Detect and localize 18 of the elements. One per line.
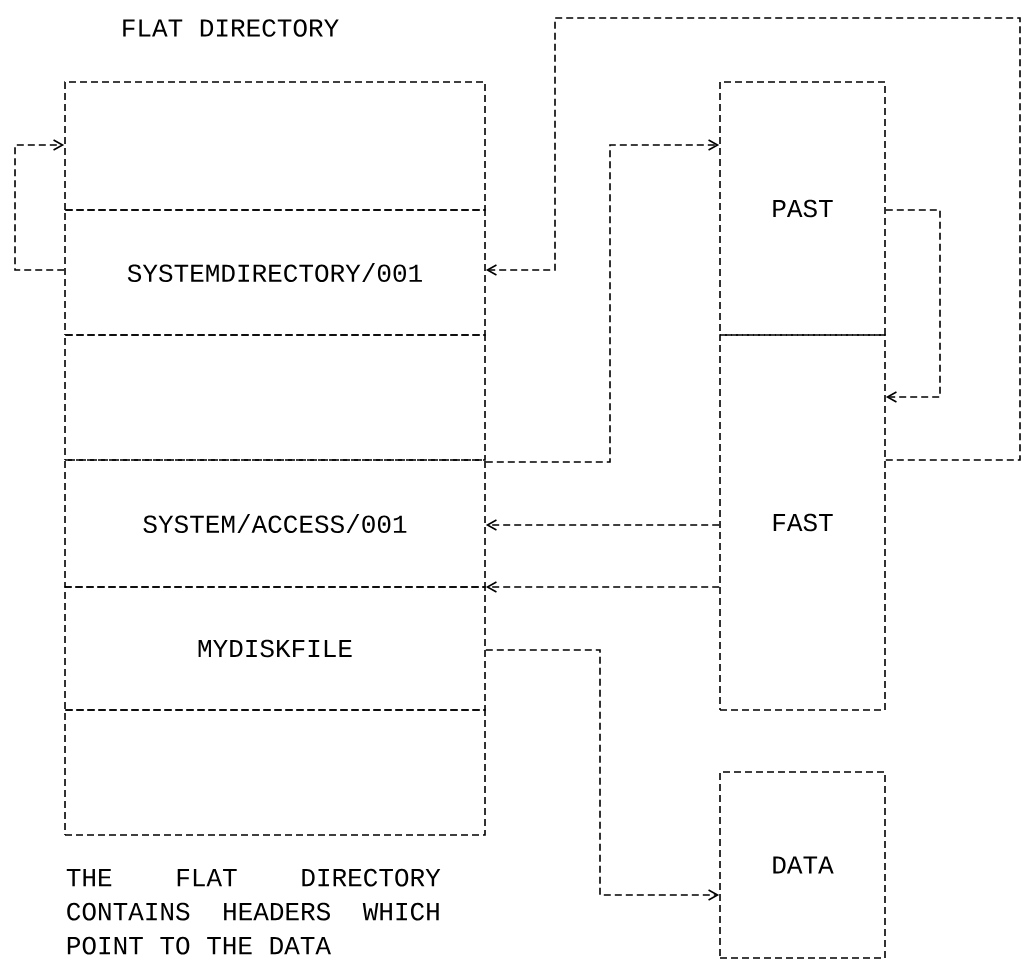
file-box: FAST xyxy=(719,334,886,711)
arrow xyxy=(485,17,1021,461)
empty-entry xyxy=(64,81,486,211)
directory-entry: MYDISKFILE xyxy=(64,586,486,711)
arrow xyxy=(485,519,720,531)
diagram-title: FLAT DIRECTORY xyxy=(123,19,339,37)
empty-entry xyxy=(64,709,486,836)
directory-entry: SYSTEMDIRECTORY/001 xyxy=(64,209,486,336)
file-box: DATA xyxy=(719,771,886,959)
arrow xyxy=(485,649,720,901)
arrow xyxy=(485,139,720,463)
caption: THE FLAT DIRECTORY CONTAINS HEADERS WHICH POINT TO THE DATA xyxy=(66,868,441,955)
empty-entry xyxy=(64,334,486,461)
file-box: PAST xyxy=(719,81,886,336)
arrow xyxy=(14,139,65,271)
arrow xyxy=(885,209,941,403)
directory-entry: SYSTEM/ACCESS/001 xyxy=(64,459,486,588)
arrow xyxy=(485,581,720,593)
